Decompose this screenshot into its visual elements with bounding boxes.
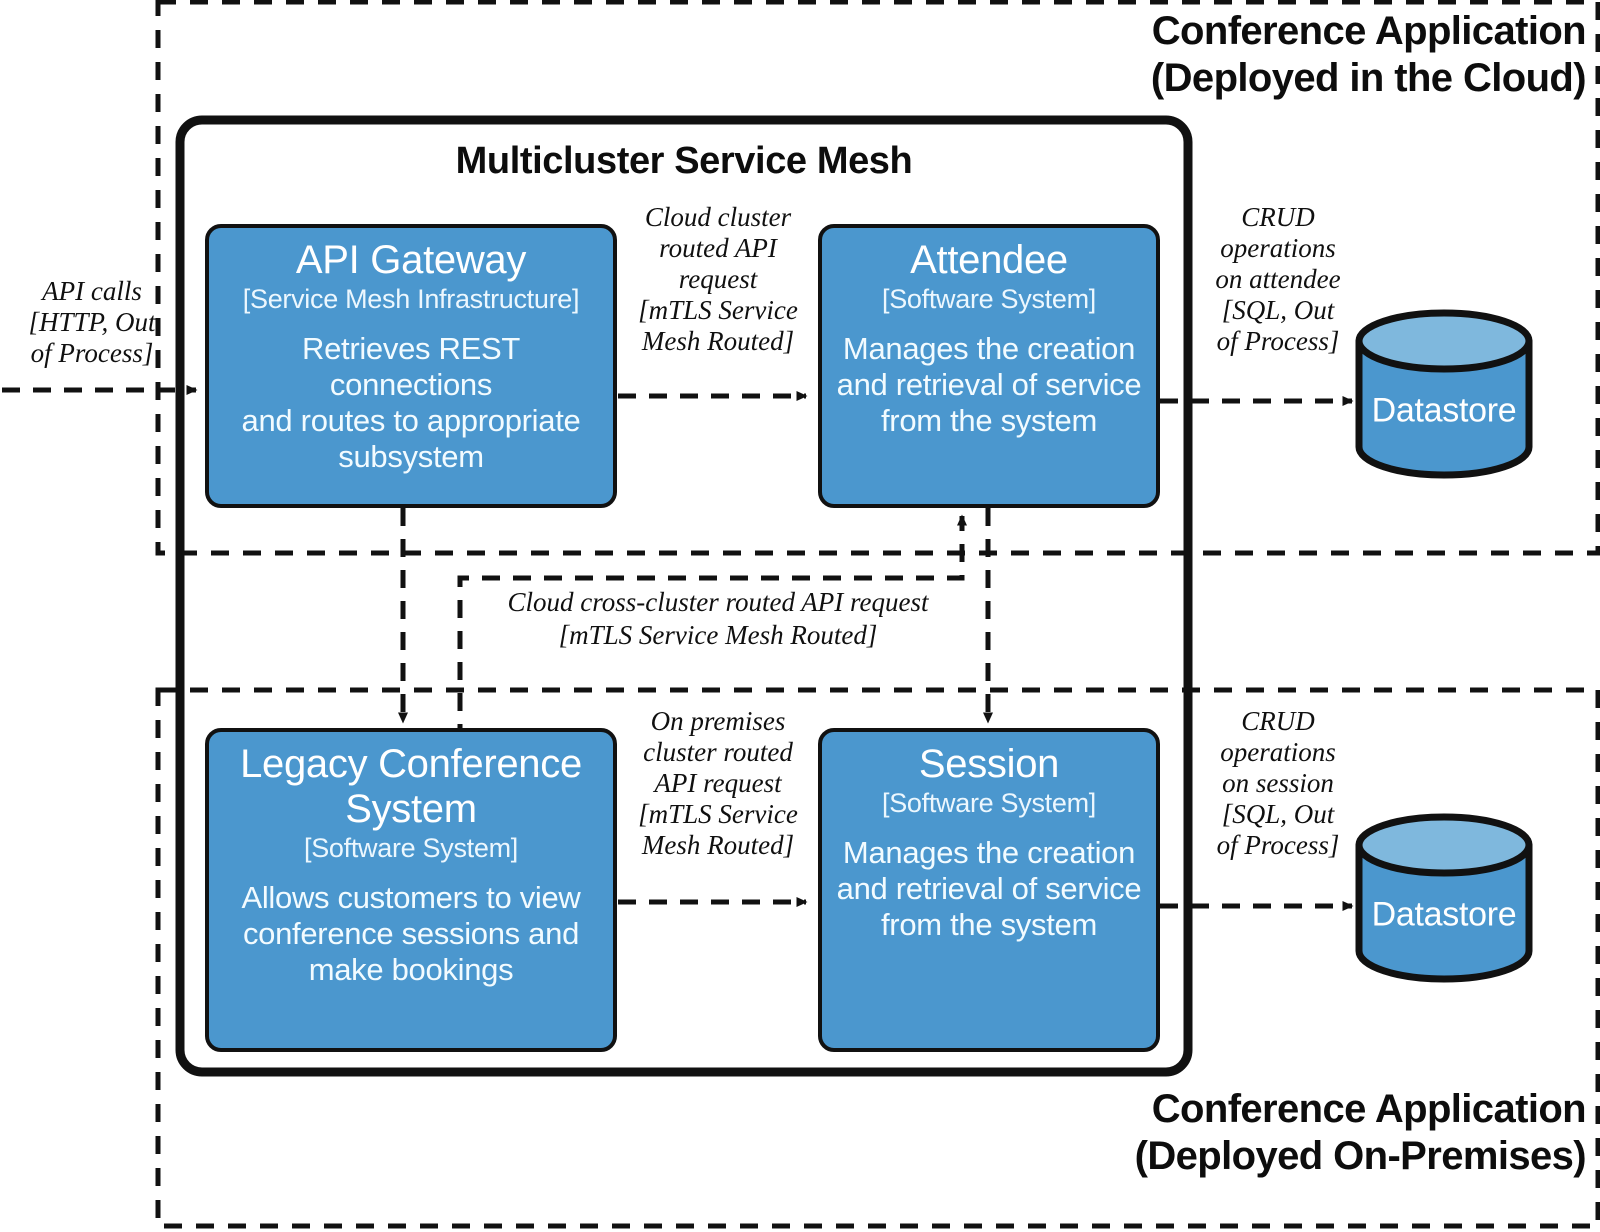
edge-cross-cluster-to-attendee [457,514,967,1052]
node-datastore-attendee[interactable]: Datastore [1354,308,1534,480]
edge-label-api-calls: API calls [HTTP, Out of Process] [28,276,156,368]
node-attendee-description: Manages the creation and retrieval of se… [836,331,1142,438]
node-legacy-conference-system-name: Legacy Conference System [240,742,582,831]
node-session-type: [Software System] [882,788,1096,818]
edge-label-crud-attendee: CRUD operations on attendee [SQL, Out of… [1215,202,1341,356]
node-attendee-name: Attendee [910,238,1068,282]
edge-label-onprem-cluster-request: On premises cluster routed API request [… [638,706,798,860]
node-legacy-conference-system[interactable]: Legacy Conference System [Software Syste… [205,728,617,1052]
node-attendee[interactable]: Attendee [Software System] Manages the c… [818,224,1160,508]
node-api-gateway-description: Retrieves REST connections and routes to… [241,331,581,474]
node-datastore-session[interactable]: Datastore [1354,812,1534,984]
node-legacy-conference-system-type: [Software System] [304,833,518,863]
datastore-attendee-cylinder [1355,309,1533,479]
node-api-gateway[interactable]: API Gateway [Service Mesh Infrastructure… [205,224,617,508]
node-api-gateway-type: [Service Mesh Infrastructure] [242,284,580,314]
onprem-zone-boundary [155,687,1600,1229]
multicluster-service-mesh-container [175,115,1193,1077]
cloud-zone-boundary [155,0,1600,556]
datastore-session-cylinder [1355,813,1533,983]
node-attendee-type: [Software System] [882,284,1096,314]
node-session-name: Session [918,742,1060,786]
edge-label-crud-session: CRUD operations on session [SQL, Out of … [1216,706,1340,860]
onprem-zone-title: Conference Application (Deployed On-Prem… [1134,1087,1587,1178]
cloud-zone-title: Conference Application (Deployed in the … [1150,9,1587,100]
node-api-gateway-name: API Gateway [295,238,527,282]
edge-label-cross-cluster-request: Cloud cross-cluster routed API request [… [507,587,929,650]
edge-label-cloud-cluster-request: Cloud cluster routed API request [mTLS S… [638,202,798,356]
node-session[interactable]: Session [Software System] Manages the cr… [818,728,1160,1052]
node-legacy-conference-system-description: Allows customers to view conference sess… [241,880,581,987]
node-session-description: Manages the creation and retrieval of se… [836,835,1142,942]
multicluster-service-mesh-title: Multicluster Service Mesh [455,140,913,182]
